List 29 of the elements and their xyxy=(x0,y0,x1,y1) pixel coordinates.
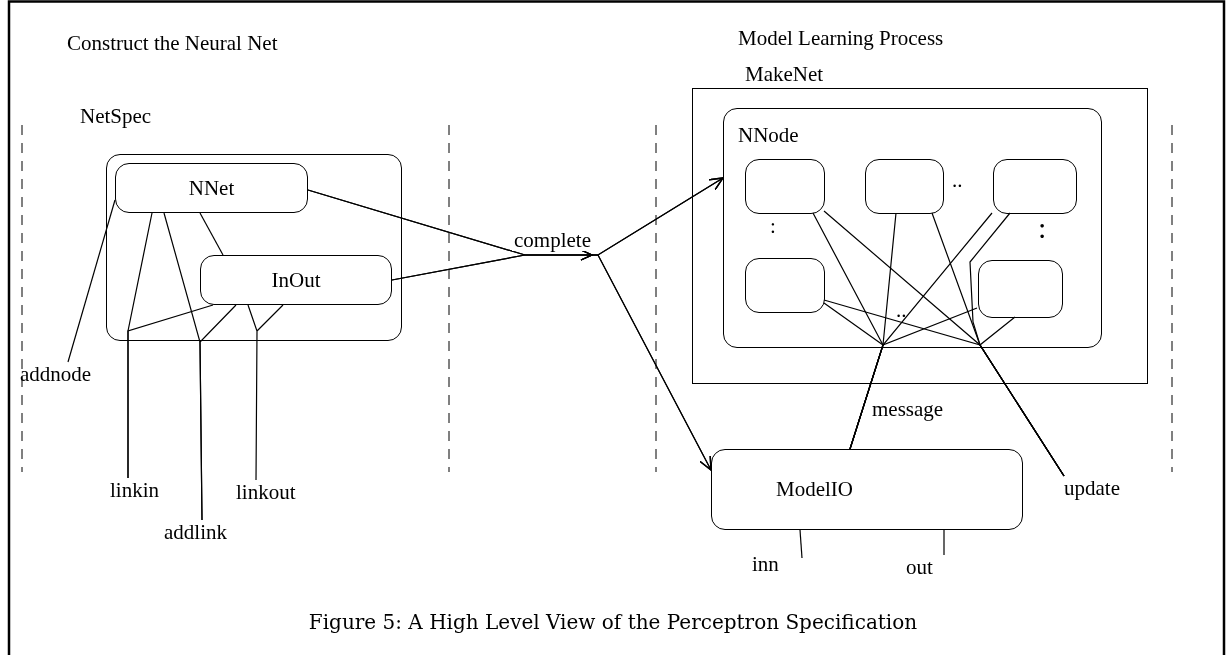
figure-caption: Figure 5: A High Level View of the Perceptron Specification xyxy=(308,610,918,634)
component-box xyxy=(723,108,1102,348)
annotation-label: inn xyxy=(752,552,802,576)
box-label: ModelIO xyxy=(776,476,853,501)
annotation-label: update xyxy=(1064,476,1140,500)
empty-box xyxy=(745,159,825,214)
component-box xyxy=(711,449,1023,530)
annotation-label: linkin xyxy=(110,478,174,502)
box-heading: NetSpec xyxy=(80,104,152,128)
box-heading: NNode xyxy=(738,123,799,147)
annotation-label: addlink xyxy=(164,520,248,544)
annotation-label: addnode xyxy=(20,362,118,386)
empty-box xyxy=(978,260,1063,318)
box-label: NNet xyxy=(187,176,236,200)
box-heading: MakeNet xyxy=(745,62,824,86)
annotation-label: out xyxy=(906,555,948,579)
component-box xyxy=(200,255,392,305)
annotation-label: linkout xyxy=(236,480,316,504)
ellipsis-mark: .. xyxy=(952,168,963,192)
section-heading: Model Learning Process xyxy=(738,26,944,50)
empty-box xyxy=(993,159,1077,214)
empty-box xyxy=(745,258,825,313)
empty-box xyxy=(865,159,944,214)
box-label: InOut xyxy=(270,268,322,292)
ellipsis-mark: : xyxy=(770,214,776,238)
component-box xyxy=(115,163,308,213)
section-heading: Construct the Neural Net xyxy=(67,31,278,55)
ellipsis-mark: : xyxy=(1038,216,1047,240)
ellipsis-mark: .. xyxy=(896,298,907,322)
